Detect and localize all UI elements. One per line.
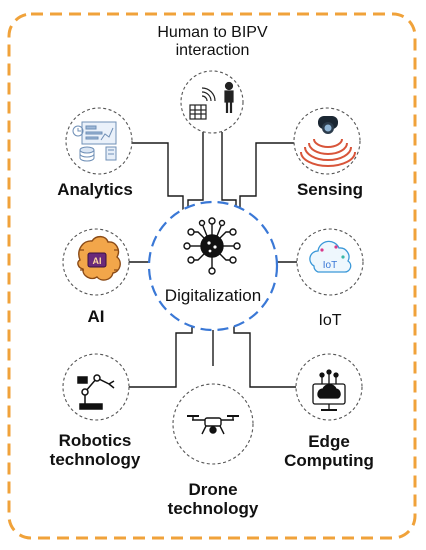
label-robotics-technology: Robotics technology	[49, 431, 141, 470]
line-analytics	[132, 142, 184, 212]
label-ai: AI	[87, 307, 105, 326]
label-analytics: Analytics	[57, 180, 133, 199]
analytics-icon	[72, 121, 117, 162]
ai-chip-label: AI	[93, 256, 102, 266]
sensing-icon	[300, 116, 356, 167]
iot-cloud-icon: IoT	[309, 240, 352, 273]
outer-frame	[7, 12, 417, 540]
human-interaction-icon	[189, 81, 234, 120]
ai-brain-icon: AI	[77, 235, 121, 281]
node-robotics-circle	[62, 353, 130, 421]
label-edge-computing: Edge Computing	[284, 432, 374, 471]
line-edge	[233, 320, 296, 388]
center-circle	[147, 200, 279, 332]
line-sensing	[239, 142, 294, 212]
label-human-bipv-interaction: Human to BIPV interaction	[157, 24, 268, 59]
iot-cloud-text: IoT	[323, 260, 337, 271]
network-icon	[183, 217, 241, 275]
drone-icon	[187, 415, 239, 435]
edge-computing-icon	[312, 369, 346, 411]
line-robotics	[129, 320, 193, 388]
center-label: Digitalization	[164, 286, 262, 305]
robotic-arm-icon	[77, 374, 115, 410]
label-iot: IoT	[318, 312, 342, 329]
line-human-right	[221, 132, 237, 212]
label-sensing: Sensing	[296, 180, 364, 199]
line-human-left	[187, 132, 204, 212]
label-drone-technology: Drone technology	[167, 480, 259, 519]
node-human-circle	[180, 70, 244, 134]
